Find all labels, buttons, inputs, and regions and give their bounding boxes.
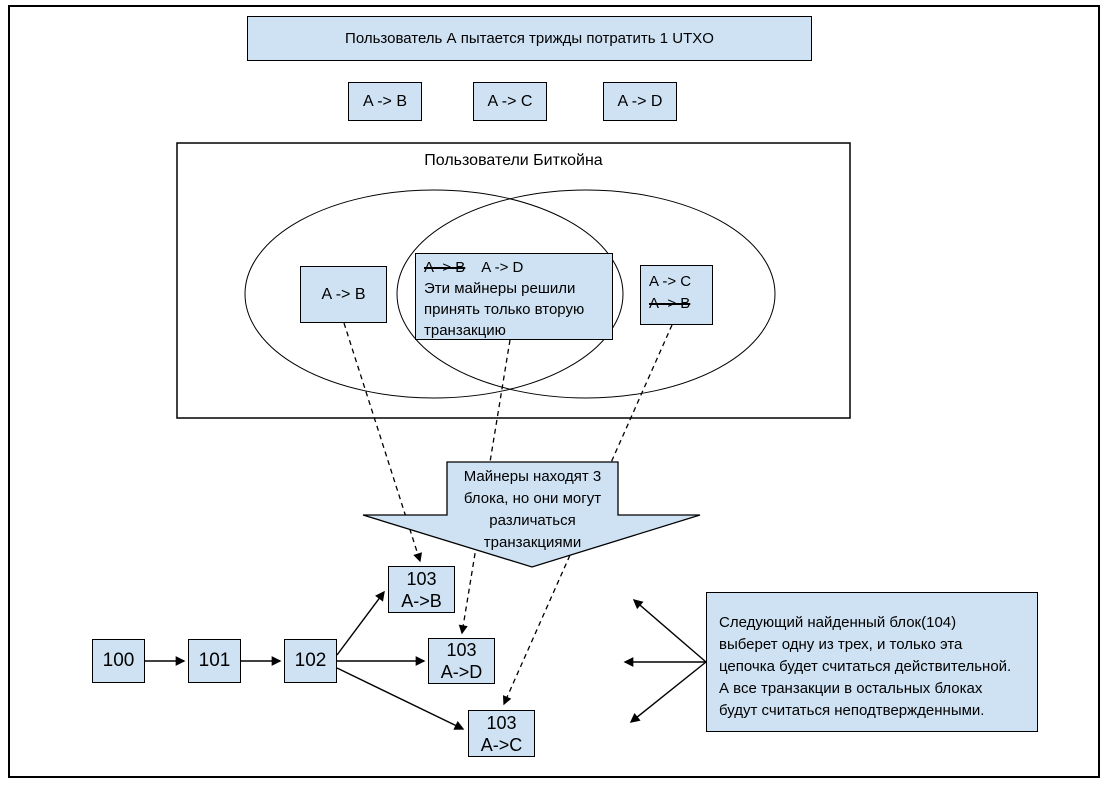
miners-callout-line: транзакциями (483, 534, 582, 551)
block-102: 102 (284, 639, 337, 683)
center-miners-note-line: транзакцию (424, 322, 506, 339)
venn-ellipse-right (396, 189, 776, 399)
miners-callout-arrow-shape (362, 461, 701, 568)
next-block-note-line: Следующий найденный блок(104) (719, 614, 957, 631)
venn-ellipse-left (244, 189, 624, 399)
block-101-label: 101 (198, 650, 231, 671)
block-100-label: 100 (102, 650, 135, 671)
page-border (8, 5, 1100, 778)
fork-block-tx: A->C (480, 734, 523, 755)
fork-block-height: 103 (486, 712, 517, 733)
note104-arrow-up (632, 599, 707, 663)
fork-block-tx: A->D (440, 662, 483, 682)
block-100: 100 (92, 639, 145, 683)
next-block-note-box: Следующий найденный блок(104) выберет од… (706, 592, 1038, 732)
fork-block-tx: A->B (401, 590, 442, 611)
next-block-note-line: цепочка будет считаться действительной. (719, 658, 1012, 675)
next-block-note-line: выберет одну из трех, и только эта (719, 636, 963, 653)
miners-callout-text: Майнеры находят 3 блока, но они могут ра… (442, 466, 623, 554)
right-rejected-tx: A -> B (649, 295, 691, 312)
block-101: 101 (188, 639, 241, 683)
center-miners-note-line: принять только вторую (424, 301, 585, 318)
right-miners-box: A -> C A -> B (640, 265, 713, 325)
miners-callout-line: блока, но они могут (463, 490, 602, 507)
tx-box-a-d: A -> D (603, 82, 677, 121)
center-accepted-tx: A -> D (481, 259, 524, 276)
arrow-102-fork-ac (336, 667, 465, 730)
center-miners-box: A -> B A -> D Эти майнеры решили принять … (415, 253, 613, 340)
double-spend-statement: Пользователь А пытается трижды потратить… (345, 29, 714, 47)
tx-a-b-label: A -> B (362, 92, 408, 110)
next-block-note-line: будут считаться неподтвержденными. (719, 702, 985, 719)
miners-callout-line: Майнеры находят 3 (463, 468, 602, 485)
next-block-note-line: А все транзакции в остальных блоках (719, 680, 983, 697)
tx-box-a-b: A -> B (348, 82, 422, 121)
fork-block-height: 103 (446, 640, 477, 660)
fork-block-103-ad: 103 A->D (428, 638, 495, 684)
center-rejected-tx: A -> B (424, 259, 466, 276)
chain-arrows (145, 590, 465, 730)
tx-box-a-c: A -> C (473, 82, 547, 121)
center-miners-note-line: Эти майнеры решили (424, 280, 576, 297)
note104-arrow-down (629, 661, 707, 723)
block-102-label: 102 (294, 650, 327, 671)
tx-a-c-label: A -> C (487, 92, 533, 110)
tx-a-d-label: A -> D (617, 92, 663, 110)
center-miners-tx-line: A -> B A -> D (424, 257, 604, 278)
fork-block-height: 103 (406, 568, 437, 589)
fork-block-103-ac: 103 A->C (468, 710, 535, 757)
left-miners-tx: A -> B (321, 285, 366, 303)
miners-callout-line: различаться (489, 512, 576, 529)
right-accepted-tx: A -> C (649, 273, 692, 290)
left-miners-box: A -> B (300, 266, 387, 323)
bitcoin-users-rect (176, 142, 851, 419)
bitcoin-users-title: Пользователи Биткойна (424, 152, 603, 169)
double-spend-statement-box: Пользователь А пытается трижды потратить… (247, 16, 812, 61)
note104-arrows (623, 599, 707, 723)
arrow-102-fork-ab (336, 590, 385, 656)
fork-block-103-ab: 103 A->B (388, 566, 455, 613)
